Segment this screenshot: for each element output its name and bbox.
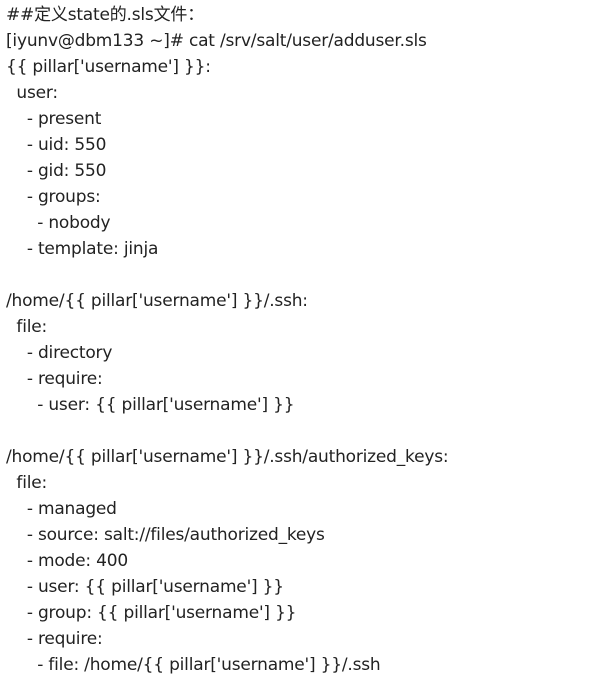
code-line: - group: {{ pillar['username'] }} [6, 603, 297, 623]
shell-command-line: [iyunv@dbm133 ~]# cat /srv/salt/user/add… [6, 31, 427, 51]
blank-line [6, 418, 600, 444]
code-line: - user: {{ pillar['username'] }} [6, 577, 284, 597]
code-line: file: [6, 473, 48, 493]
code-line: - file: /home/{{ pillar['username'] }}/.… [6, 655, 381, 675]
code-line: /home/{{ pillar['username'] }}/.ssh: [6, 291, 308, 311]
code-line: - require: [6, 629, 103, 649]
code-line: - managed [6, 499, 117, 519]
code-line: - template: jinja [6, 239, 159, 259]
code-line: file: [6, 317, 48, 337]
code-line: - uid: 550 [6, 135, 107, 155]
code-line: - source: salt://files/authorized_keys [6, 525, 325, 545]
code-line: {{ pillar['username'] }}: [6, 57, 211, 77]
code-line: - present [6, 109, 102, 129]
code-line: - directory [6, 343, 113, 363]
code-line: - gid: 550 [6, 161, 107, 181]
blank-line [6, 262, 600, 288]
code-line: /home/{{ pillar['username'] }}/.ssh/auth… [6, 447, 449, 467]
code-line: - require: [6, 369, 103, 389]
code-line: user: [6, 83, 58, 103]
code-line: - nobody [6, 213, 111, 233]
code-line: - groups: [6, 187, 101, 207]
code-line: - mode: 400 [6, 551, 128, 571]
heading-comment-line: ##定义state的.sls文件： [6, 5, 204, 25]
code-line: - user: {{ pillar['username'] }} [6, 395, 295, 415]
